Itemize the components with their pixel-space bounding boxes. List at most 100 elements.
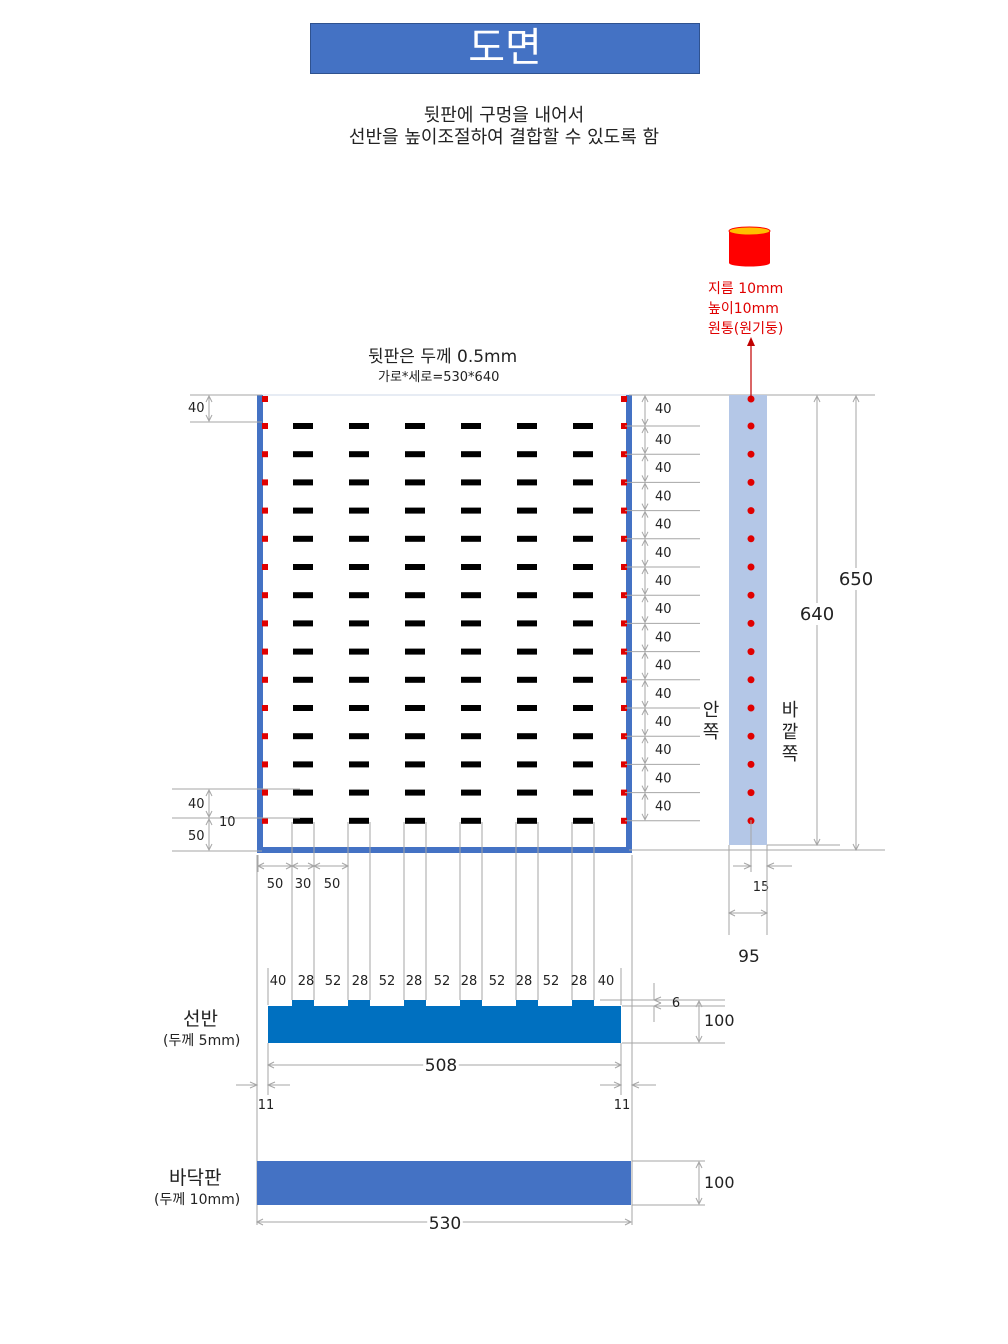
shelf-seg-label-1: 28 (298, 974, 315, 989)
side-hole-3 (747, 478, 755, 486)
slot-6-5 (573, 592, 593, 599)
side-hole-13 (747, 760, 755, 768)
base-length-dim-arrow-left (255, 1218, 264, 1226)
left-top-margin-label: 40 (188, 401, 205, 416)
tab-height-label: 6 (672, 996, 680, 1011)
slot-5-0 (293, 564, 313, 570)
hole-left-7 (262, 620, 268, 627)
shelf-seg-label-10: 52 (543, 974, 560, 989)
slot-10-1 (349, 705, 369, 711)
slot-1-1 (349, 451, 369, 458)
subtitle-line-2: 선반을 높이조절하여 결합할 수 있도록 함 (348, 127, 660, 148)
shelf-seg-label-5: 28 (406, 974, 423, 989)
shelf-tab-0 (292, 1000, 314, 1007)
slot-4-0 (293, 535, 313, 542)
slot-13-3 (461, 789, 481, 796)
slot-3-5 (573, 507, 593, 514)
row-dim-12-arrow-bottom (641, 757, 649, 765)
row-dim-label-4: 40 (655, 518, 672, 533)
slot-12-5 (573, 761, 593, 768)
slot-0-0 (293, 423, 313, 429)
slot-13-5 (573, 789, 593, 796)
row-dim-2-arrow-bottom (641, 475, 649, 483)
row-dim-0-arrow-top (641, 394, 649, 403)
left-bottom-40-label: 40 (188, 797, 205, 812)
row-dim-5-arrow-bottom (641, 559, 649, 568)
hole-offset-arrow-a (743, 862, 753, 870)
row-dim-14-arrow-top (641, 792, 649, 800)
cylinder-pointer-arrow (747, 337, 755, 346)
row-dim-label-13: 40 (655, 771, 672, 786)
row-dim-label-11: 40 (655, 715, 672, 730)
hole-left-14 (262, 817, 268, 824)
shelf-length-label: 508 (425, 1056, 457, 1076)
hole-right-5 (621, 564, 627, 570)
hole-right-2 (621, 479, 627, 486)
slot-2-4 (517, 479, 537, 486)
slot-8-0 (293, 648, 313, 655)
slot-2-0 (293, 479, 313, 486)
slot-1-3 (461, 451, 481, 458)
slot-14-4 (517, 817, 537, 824)
slot-2-5 (573, 479, 593, 486)
row-dim-label-3: 40 (655, 489, 672, 504)
hole-right-0 (621, 423, 627, 429)
shelf-seg-label-6: 52 (434, 974, 451, 989)
row-dim-11-arrow-bottom (641, 728, 649, 737)
slot-8-4 (517, 648, 537, 655)
side-hole-7 (747, 591, 755, 599)
slot-5-4 (517, 564, 537, 570)
slot-3-3 (461, 507, 481, 514)
row-dim-6-arrow-top (641, 566, 649, 575)
outside-label: 바깥쪽 (781, 700, 799, 765)
left-bottom-10-label: 10 (219, 815, 236, 830)
shelf-seg-label-9: 28 (516, 974, 533, 989)
slot-8-5 (573, 648, 593, 655)
side-hole-8 (747, 619, 755, 627)
row-dim-6-arrow-bottom (641, 587, 649, 596)
slot-12-3 (461, 761, 481, 768)
slot-7-3 (461, 620, 481, 627)
hole-left-5 (262, 564, 268, 570)
side-hole-2 (747, 450, 755, 458)
cylinder-top (728, 226, 771, 236)
slot-13-2 (405, 789, 425, 796)
hole-right-8 (621, 648, 627, 655)
left-top-margin-dim-arrow-bottom (205, 414, 213, 423)
shelf-height-dim-arrow-top (695, 999, 703, 1008)
side-hole-11 (747, 704, 755, 712)
row-dim-0-arrow-bottom (641, 418, 649, 427)
slot-5-2 (405, 564, 425, 570)
gap-left-label: 11 (258, 1098, 275, 1113)
row-dim-label-10: 40 (655, 687, 672, 702)
row-dim-4-arrow-bottom (641, 531, 649, 539)
slot-4-2 (405, 535, 425, 542)
row-dim-9-arrow-top (641, 651, 649, 659)
slot-10-5 (573, 705, 593, 711)
shelf-name: 선반 (183, 1008, 218, 1030)
slot-7-1 (349, 620, 369, 627)
slot-2-3 (461, 479, 481, 486)
shelf-tab-5 (572, 1000, 594, 1007)
slot-6-1 (349, 592, 369, 599)
width95-label: 95 (738, 947, 760, 967)
cylinder-type: 원통(원기둥) (708, 321, 784, 337)
slot-5-1 (349, 564, 369, 570)
row-dim-1-arrow-bottom (641, 446, 649, 455)
row-dim-label-8: 40 (655, 630, 672, 645)
slot-1-4 (517, 451, 537, 458)
left-bottom-50-dim-arrow-top (205, 817, 213, 826)
hole-right-6 (621, 592, 627, 599)
row-dim-1-arrow-top (641, 425, 649, 434)
hole-left-2 (262, 479, 268, 486)
row-dim-10-arrow-bottom (641, 700, 649, 709)
row-dim-13-arrow-top (641, 764, 649, 772)
slot-6-2 (405, 592, 425, 599)
row-dim-label-1: 40 (655, 433, 672, 448)
left-bottom-50-label: 50 (188, 829, 205, 844)
slot-3-4 (517, 507, 537, 514)
gap-right-arrow-b (630, 1081, 640, 1089)
slot-12-2 (405, 761, 425, 768)
side-hole-10 (747, 676, 755, 684)
hole-left-13 (262, 789, 268, 796)
